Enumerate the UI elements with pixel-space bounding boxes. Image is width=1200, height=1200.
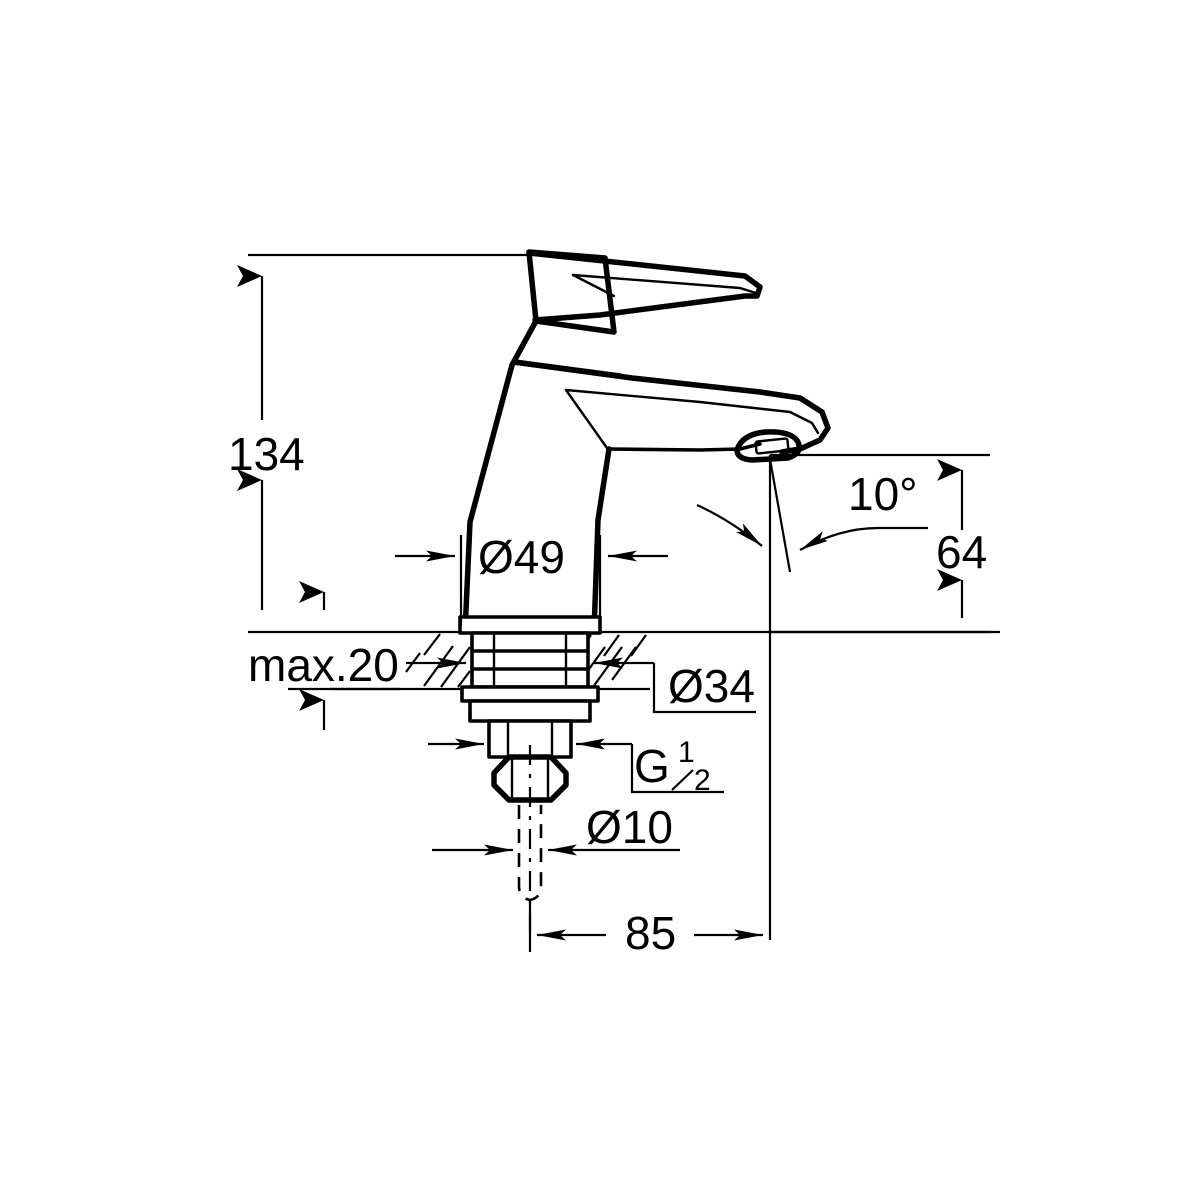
escutcheon-base [458, 615, 602, 635]
spout-diagonal-seam [564, 388, 609, 450]
dimension-thread-g-half: G 1 2 [428, 736, 724, 797]
outlet-axis-inclined [768, 458, 792, 573]
spout-top-contour [511, 359, 831, 455]
dimension-label-d49: Ø49 [478, 531, 565, 583]
leader-curve-angle-right [799, 526, 879, 551]
dimension-label-85: 85 [625, 907, 676, 959]
dimension-outlet-angle-10deg: 10° [696, 458, 928, 573]
aerator-face-plate [754, 437, 790, 455]
leader-line-g-half [630, 744, 724, 794]
aerator-housing-outline [734, 429, 802, 463]
dimension-spout-height-64: 64 [770, 453, 990, 634]
faucet-body [462, 249, 831, 635]
dimension-height-134: 134 [228, 253, 534, 610]
riser-left-profile [462, 362, 515, 635]
cartridge-housing-outline [526, 249, 617, 335]
dimension-tube-d10: Ø10 [432, 801, 680, 856]
dimension-label-max20: max.20 [248, 639, 399, 691]
fraction-slash-g [671, 769, 694, 791]
dimension-label-d10: Ø10 [586, 801, 673, 853]
dimension-label-d34: Ø34 [668, 660, 755, 712]
dimension-label-g-denominator: 2 [694, 764, 711, 797]
spout-inner-top-line [564, 388, 820, 435]
dimension-projection-85: 85 [528, 900, 763, 959]
spout-bottom-contour [607, 442, 762, 452]
leader-curve-angle-left [696, 503, 763, 547]
mounting-shank-assembly [460, 631, 600, 902]
dimension-escutcheon-d49: Ø49 [395, 531, 668, 625]
riser-right-profile [591, 446, 612, 635]
shank-body [470, 631, 590, 689]
dimension-shank-d34: Ø34 [406, 657, 756, 714]
lever-handle-inner-edge [571, 273, 758, 295]
dimension-label-g: G [634, 740, 670, 792]
washer-plate-lower [468, 699, 592, 723]
dimension-label-10deg: 10° [848, 468, 918, 520]
dimension-label-134: 134 [228, 428, 305, 480]
dimension-label-g-numerator: 1 [678, 736, 695, 769]
leader-line-d34 [652, 663, 756, 714]
hatch-left [405, 633, 471, 688]
escutcheon-cap [458, 615, 602, 635]
housing-left-face [509, 318, 539, 368]
washer-plate-upper [460, 685, 600, 703]
dimension-countertop-thickness: max.20 [248, 581, 400, 730]
dimension-label-64: 64 [936, 526, 987, 578]
lever-handle-outline [526, 250, 763, 323]
